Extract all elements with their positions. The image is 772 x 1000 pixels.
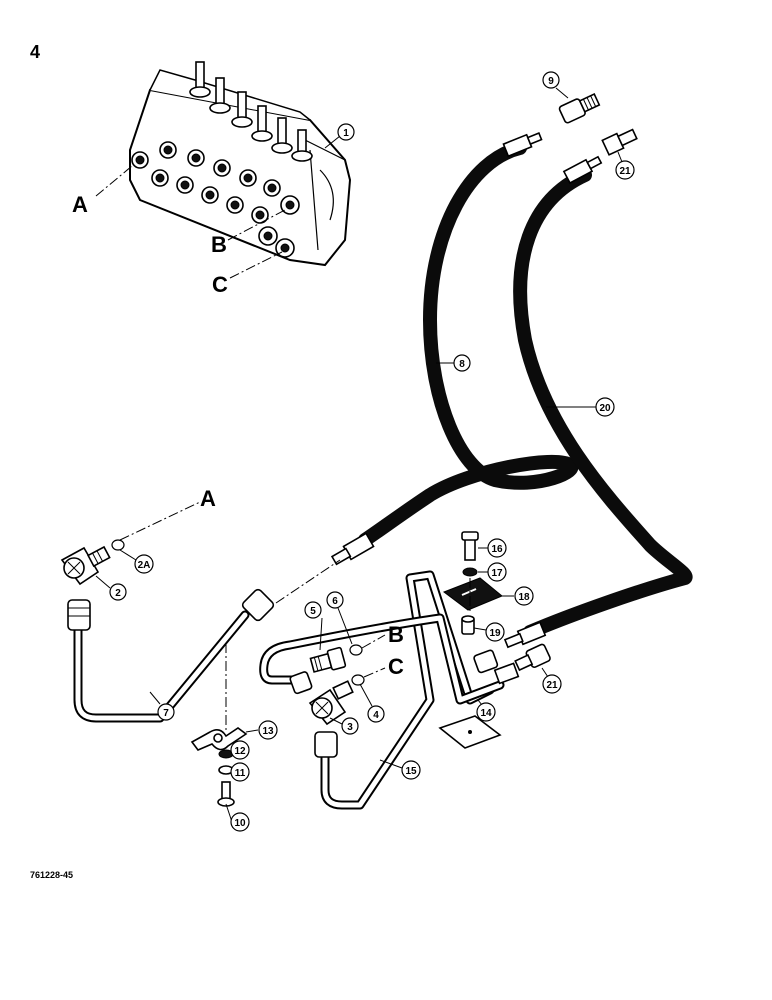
callout-3: 3 [347, 722, 353, 733]
tube-14 [259, 613, 520, 705]
fitting-5 [309, 646, 347, 673]
hose-8 [358, 141, 579, 547]
hose-20 [513, 168, 693, 639]
callout-16: 16 [491, 544, 503, 555]
hoses [330, 132, 693, 649]
valve-ports [131, 141, 300, 258]
tube-7 [67, 588, 275, 723]
washer-17 [462, 567, 478, 577]
callout-9: 9 [548, 76, 554, 87]
callout-21-top: 21 [619, 166, 631, 177]
callout-18: 18 [518, 592, 530, 603]
o-ring-4 [351, 674, 365, 686]
callout-20: 20 [599, 403, 611, 414]
clip-13 [190, 727, 248, 751]
fitting-21-bottom [514, 643, 551, 672]
callout-12: 12 [234, 746, 246, 757]
callout-11: 11 [235, 768, 246, 779]
bolt-16 [461, 531, 479, 561]
callout-2a: 2A [138, 560, 151, 571]
clamp-18 [442, 577, 503, 611]
letter-c-top: C [212, 272, 228, 297]
callout-4: 4 [373, 710, 379, 721]
nut-19 [461, 615, 475, 635]
letter-b-top: B [211, 232, 227, 257]
control-valve [129, 61, 352, 267]
callout-10: 10 [234, 818, 246, 829]
tube-15 [314, 570, 495, 810]
letter-a-bottom: A [200, 486, 216, 511]
letter-a-top: A [72, 192, 88, 217]
callout-2: 2 [115, 588, 121, 599]
elbow-3 [308, 680, 354, 726]
figure-code: 761228-45 [30, 870, 73, 880]
callout-17: 17 [491, 568, 503, 579]
callout-7: 7 [163, 708, 169, 719]
bolt-10 [217, 781, 235, 807]
fitting-21-top [601, 128, 638, 156]
elbow-2 [60, 545, 111, 586]
o-ring-6 [349, 644, 363, 656]
alignment-lines [95, 165, 471, 730]
callout-14: 14 [480, 708, 492, 719]
o-ring-2a [111, 539, 125, 551]
valve-spools [189, 61, 313, 162]
letter-b-bottom: B [388, 622, 404, 647]
fitting-9 [558, 93, 601, 124]
callouts: 1 2 2A 3 4 5 6 7 8 9 10 11 [95, 71, 635, 832]
callout-6: 6 [332, 596, 338, 607]
callout-1: 1 [343, 128, 349, 139]
callout-5: 5 [310, 606, 316, 617]
callout-19: 19 [489, 628, 501, 639]
callout-8: 8 [459, 359, 465, 370]
letter-c-bottom: C [388, 654, 404, 679]
callout-21-bottom: 21 [546, 680, 558, 691]
clamp-plate [438, 715, 502, 749]
page-number: 4 [30, 42, 40, 62]
callout-15: 15 [405, 766, 417, 777]
callout-13: 13 [262, 726, 274, 737]
